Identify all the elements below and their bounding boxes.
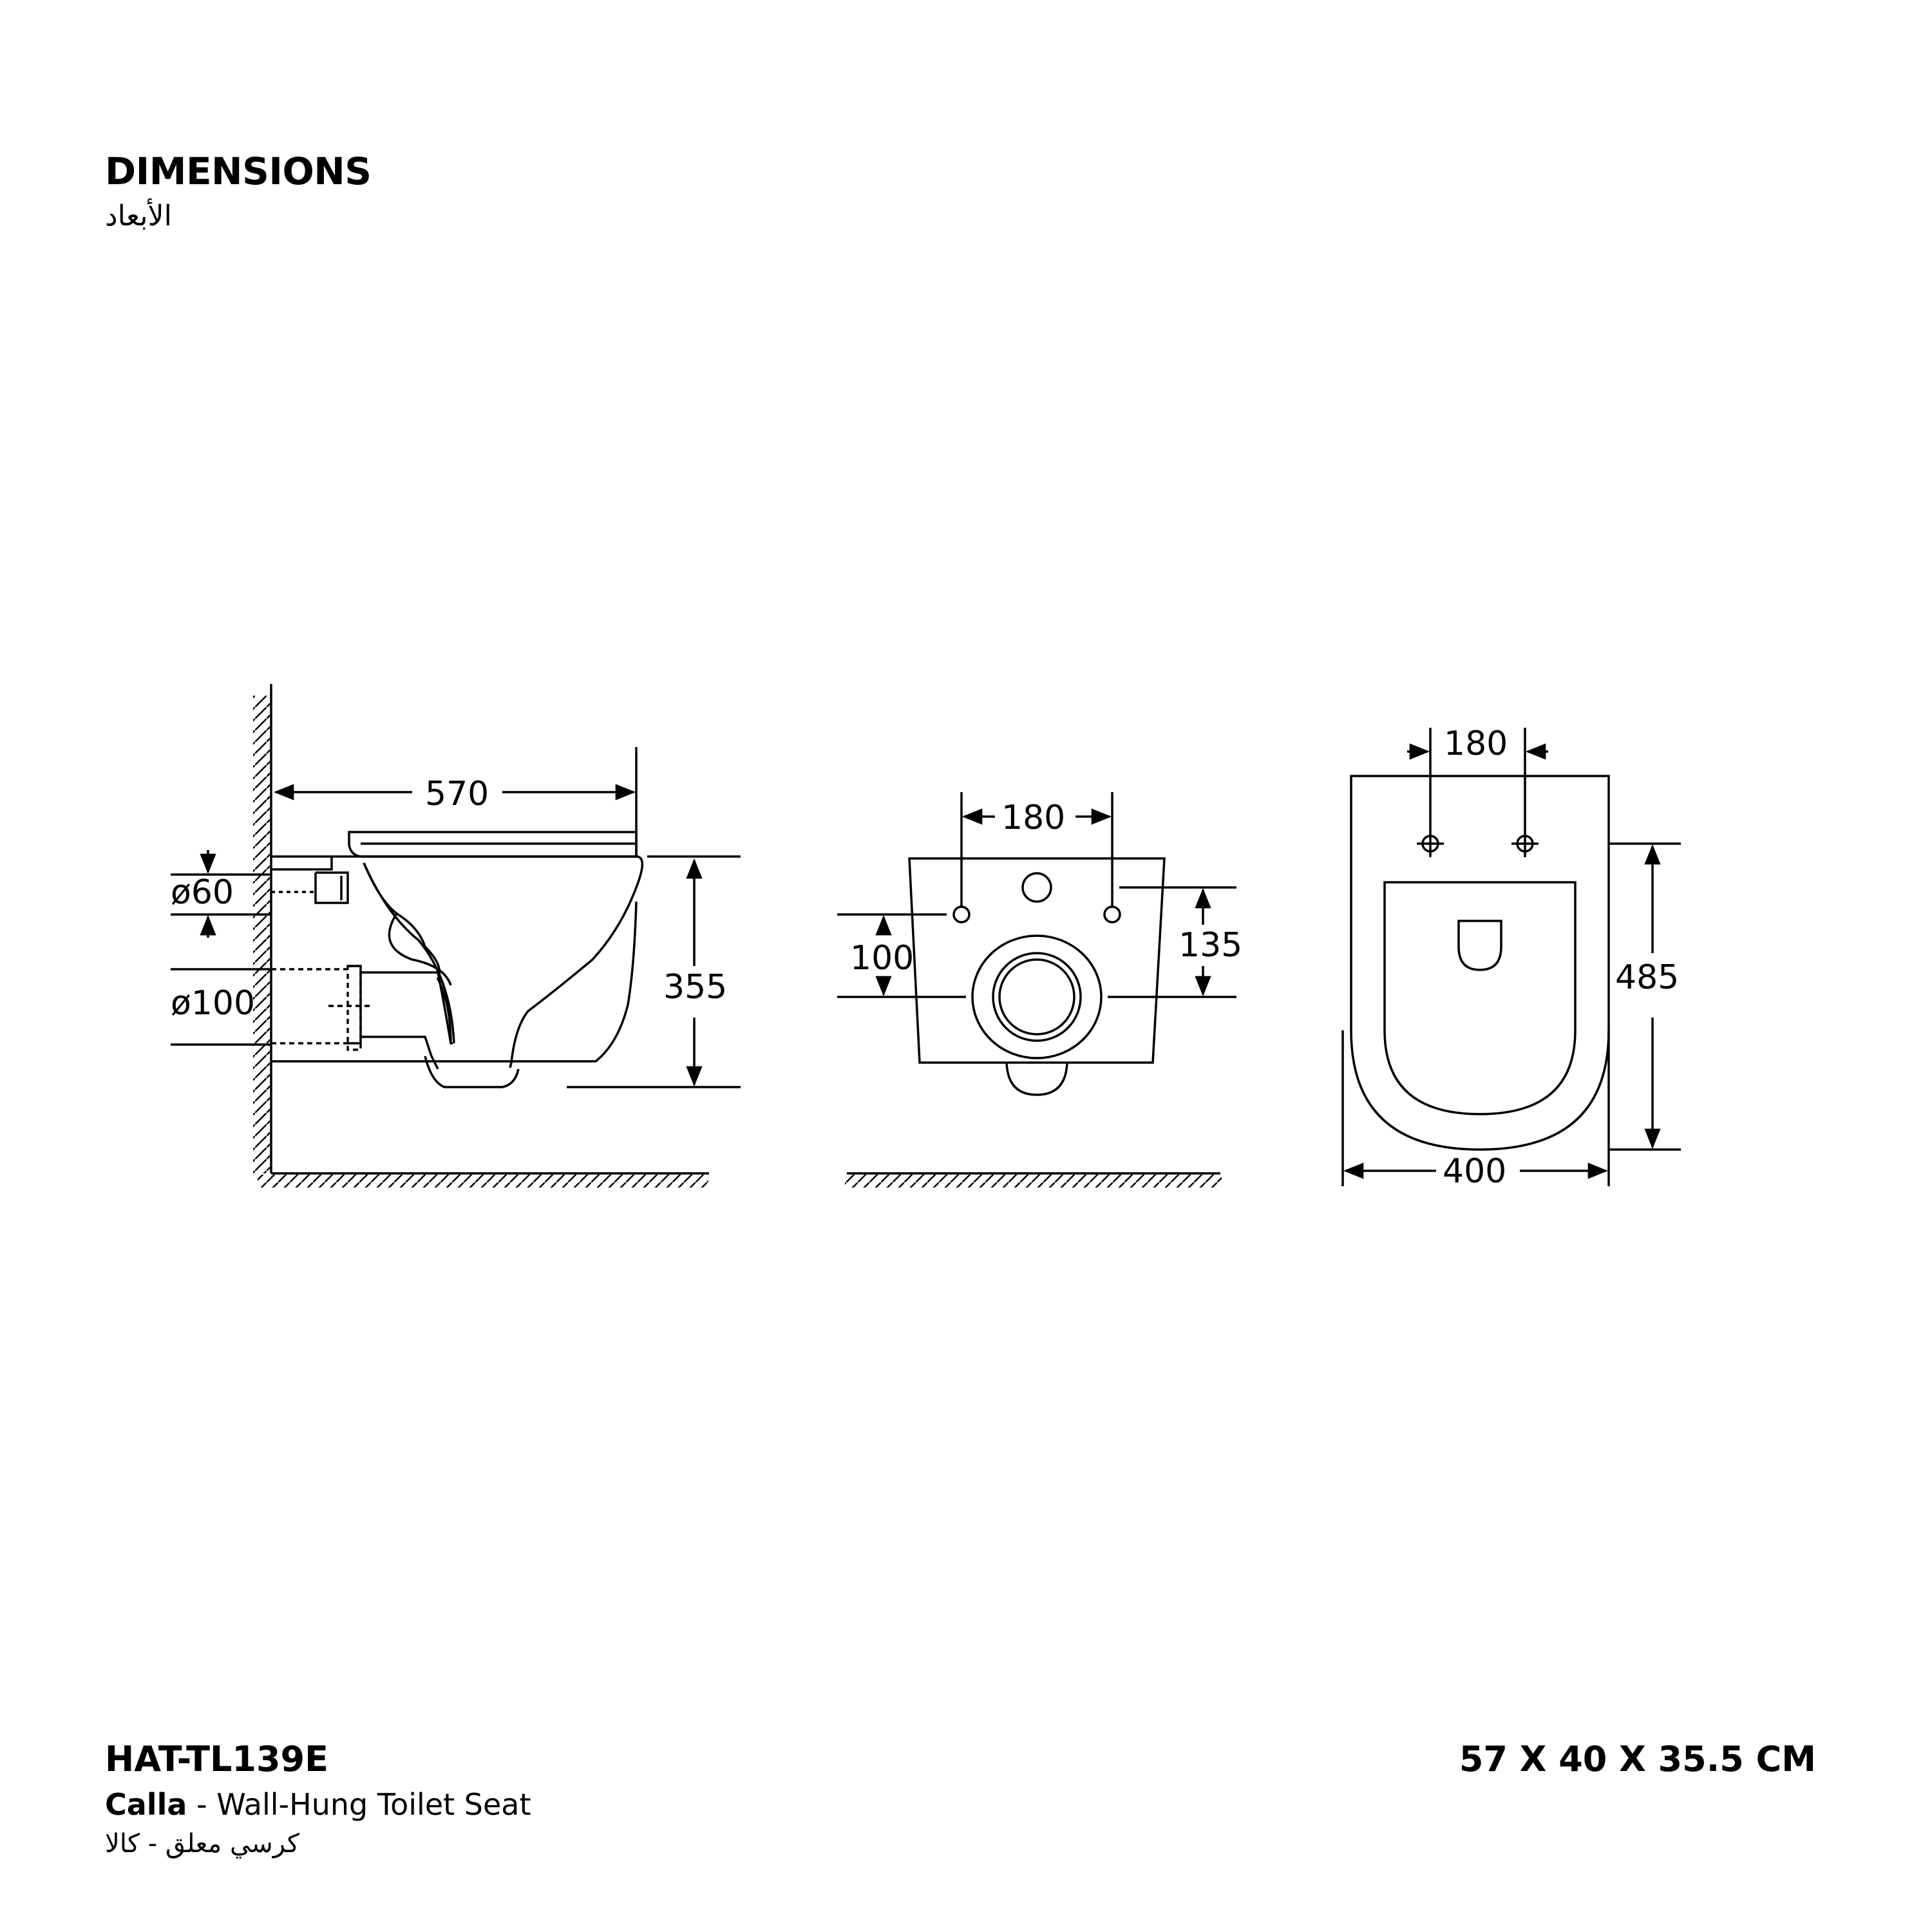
dimension-depth: 485 xyxy=(1615,958,1679,997)
dimension-bolt-spacing-top: 180 xyxy=(1444,724,1508,763)
bolt-marker-right xyxy=(1511,830,1539,857)
toilet-seat-side xyxy=(348,831,638,858)
dimension-outlet-height: 100 xyxy=(850,939,914,978)
bolt-hole-left xyxy=(952,905,971,923)
dimension-height: 355 xyxy=(663,968,727,1007)
top-view xyxy=(1341,728,1681,1186)
dimension-inlet-height: 135 xyxy=(1179,926,1242,965)
inlet-pipe xyxy=(271,857,349,904)
toilet-back-outline xyxy=(908,857,1166,1064)
outlet-ring xyxy=(971,934,1103,1059)
inlet-hole xyxy=(1021,872,1052,903)
product-code: HAT-TL139E xyxy=(105,1739,329,1779)
dimension-bolt-spacing-back: 180 xyxy=(1001,799,1065,837)
dimension-outlet-diameter: ø100 xyxy=(171,984,255,1023)
outlet-pipe xyxy=(348,965,439,1070)
bolt-hole-right xyxy=(1103,905,1121,923)
bowl-opening xyxy=(1383,881,1577,1115)
dimension-inlet-diameter: ø60 xyxy=(171,873,234,912)
side-view xyxy=(171,684,741,1188)
page-title: DIMENSIONS xyxy=(105,149,372,193)
page-title-arabic: الأبعاد xyxy=(105,200,172,232)
wall-hatch xyxy=(253,684,709,1188)
bolt-marker-left xyxy=(1417,830,1444,857)
toilet-top-outline xyxy=(1350,775,1610,1151)
product-description-arabic: كرسي معلق - كالا xyxy=(105,1829,299,1859)
product-type: - Wall-Hung Toilet Seat xyxy=(187,1787,531,1822)
toilet-side-outline xyxy=(271,855,643,1068)
product-size: 57 X 40 X 35.5 CM xyxy=(1459,1739,1816,1779)
flush-hole xyxy=(1457,920,1502,971)
dimension-length: 570 xyxy=(425,775,489,813)
product-description: Calla - Wall-Hung Toilet Seat xyxy=(105,1787,531,1822)
dimension-width: 400 xyxy=(1443,1152,1506,1191)
back-view xyxy=(837,792,1236,1188)
product-name: Calla xyxy=(105,1787,187,1822)
